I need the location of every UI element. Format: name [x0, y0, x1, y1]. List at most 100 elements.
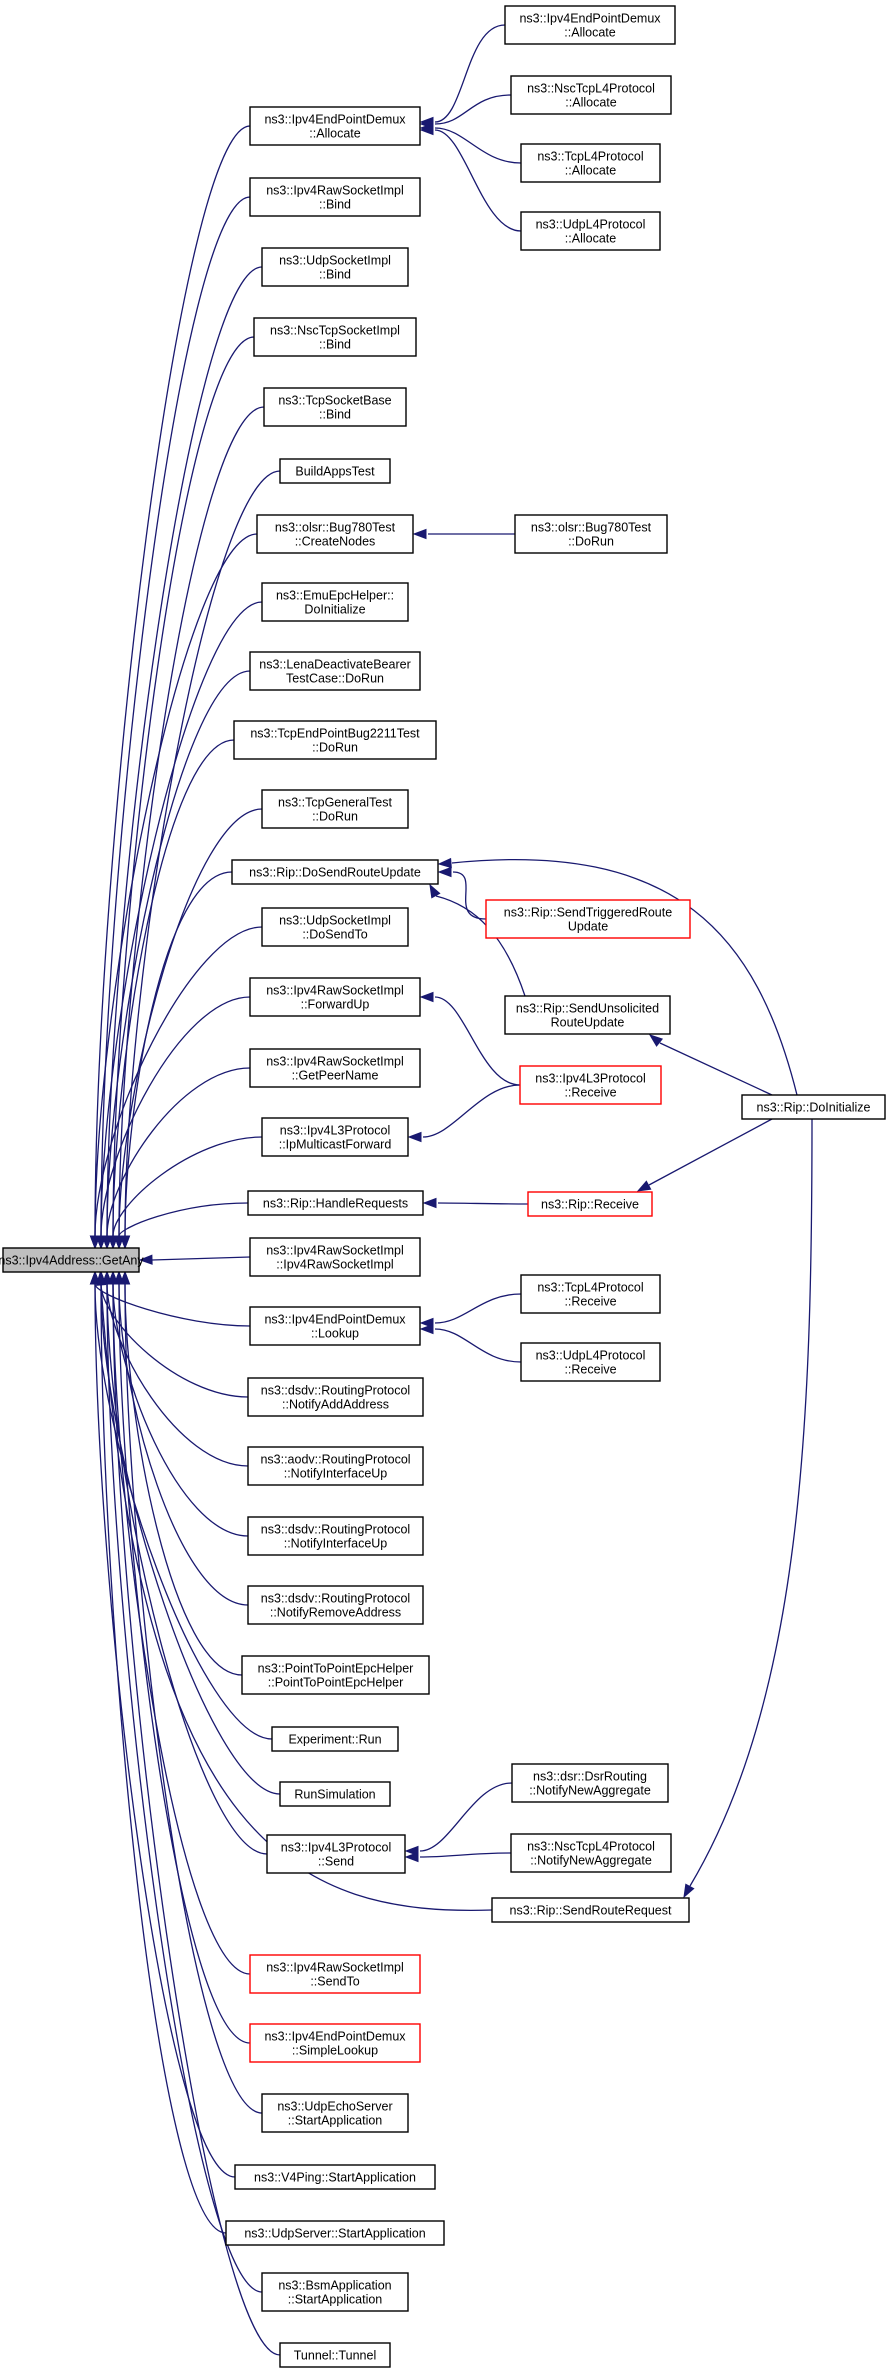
node-l3-mcast[interactable]: ns3::Ipv4L3Protocol::IpMulticastForward: [261, 1117, 409, 1157]
arrowhead: [407, 1131, 422, 1143]
node-rip-init[interactable]: ns3::Rip::DoInitialize: [741, 1094, 886, 1120]
node-tcp-recv[interactable]: ns3::TcpL4Protocol::Receive: [520, 1274, 661, 1314]
node-emu[interactable]: ns3::EmuEpcHelper::DoInitialize: [261, 582, 409, 622]
edge-tcpgen-to-root: [118, 808, 263, 1237]
node-buildapps[interactable]: BuildAppsTest: [279, 458, 391, 484]
node-label-line: RunSimulation: [294, 1788, 375, 1802]
node-box: [271, 1726, 399, 1752]
edge-tcpend-to-root: [112, 739, 235, 1237]
node-label-line: TestCase::DoRun: [286, 672, 384, 686]
node-box: [249, 177, 421, 217]
node-rip-handle[interactable]: ns3::Rip::HandleRequests: [247, 1190, 424, 1216]
node-olsr-create[interactable]: ns3::olsr::Bug780Test::CreateNodes: [256, 514, 414, 554]
node-dsdv-add[interactable]: ns3::dsdv::RoutingProtocol::NotifyAddAdd…: [247, 1377, 424, 1417]
node-dsr-agg[interactable]: ns3::dsr::DsrRouting::NotifyNewAggregate: [511, 1763, 669, 1803]
node-udp-recv[interactable]: ns3::UdpL4Protocol::Receive: [520, 1342, 661, 1382]
edge-ep_alloc-to-root: [94, 125, 251, 1237]
node-raw-peer[interactable]: ns3::Ipv4RawSocketImpl::GetPeerName: [249, 1048, 421, 1088]
node-label-line: DoInitialize: [304, 603, 365, 617]
node-v4ping[interactable]: ns3::V4Ping::StartApplication: [234, 2164, 436, 2190]
edge-ep_lookup-to-root: [94, 1283, 251, 1327]
node-aodv-up[interactable]: ns3::aodv::RoutingProtocol::NotifyInterf…: [247, 1446, 424, 1486]
node-udp-dosendto[interactable]: ns3::UdpSocketImpl::DoSendTo: [261, 907, 409, 947]
node-tcpgen[interactable]: ns3::TcpGeneralTest::DoRun: [261, 789, 409, 829]
node-dsdv-rm[interactable]: ns3::dsdv::RoutingProtocol::NotifyRemove…: [247, 1585, 424, 1625]
node-exp-run[interactable]: Experiment::Run: [271, 1726, 399, 1752]
node-label-line: ::NotifyInterfaceUp: [284, 1537, 388, 1551]
edge-ep-alloc-from-tcp: [434, 127, 522, 164]
node-label-line: ::Allocate: [565, 232, 616, 246]
node-box: [261, 1117, 409, 1157]
node-label-line: ns3::olsr::Bug780Test: [531, 521, 652, 535]
node-nsc-bind[interactable]: ns3::NscTcpSocketImpl::Bind: [253, 317, 417, 357]
node-l3-recv[interactable]: ns3::Ipv4L3Protocol::Receive: [519, 1065, 662, 1105]
node-label-line: Tunnel::Tunnel: [294, 2349, 376, 2363]
node-label-line: ns3::dsdv::RoutingProtocol: [261, 1384, 410, 1398]
node-label-line: ns3::Ipv4L3Protocol: [535, 1072, 646, 1086]
edge-send-from-dsr: [419, 1782, 513, 1852]
node-ep-lookup[interactable]: ns3::Ipv4EndPointDemux::Lookup: [249, 1306, 421, 1346]
node-dsdv-up[interactable]: ns3::dsdv::RoutingProtocol::NotifyInterf…: [247, 1516, 424, 1556]
node-box: [510, 1833, 672, 1873]
node-tcp-alloc[interactable]: ns3::TcpL4Protocol::Allocate: [520, 143, 661, 183]
node-label-line: ns3::TcpGeneralTest: [278, 796, 392, 810]
node-label-line: ns3::Ipv4EndPointDemux: [264, 1313, 406, 1327]
node-label-line: ns3::NscTcpSocketImpl: [270, 324, 400, 338]
node-udp-bind[interactable]: ns3::UdpSocketImpl::Bind: [261, 247, 409, 287]
node-box: [491, 1897, 690, 1923]
node-box: [261, 789, 409, 829]
node-label-line: ::Allocate: [565, 96, 616, 110]
node-label-line: ::NotifyNewAggregate: [529, 1784, 651, 1798]
node-olsr-dorun[interactable]: ns3::olsr::Bug780Test::DoRun: [514, 514, 668, 554]
edge-udpserver-to-root: [100, 1283, 227, 2234]
edge-aodv_up-to-root: [106, 1283, 249, 1467]
node-runsim[interactable]: RunSimulation: [279, 1781, 391, 1807]
node-label-line: ns3::Rip::SendUnsolicited: [516, 1002, 659, 1016]
node-bsm[interactable]: ns3::BsmApplication::StartApplication: [261, 2272, 409, 2312]
node-l3-send[interactable]: ns3::Ipv4L3Protocol::Send: [266, 1834, 406, 1874]
node-box: [504, 995, 671, 1035]
node-raw-bind[interactable]: ns3::Ipv4RawSocketImpl::Bind: [249, 177, 421, 217]
node-tcp-bind[interactable]: ns3::TcpSocketBase::Bind: [263, 387, 407, 427]
node-echo-start[interactable]: ns3::UdpEchoServer::StartApplication: [261, 2093, 409, 2133]
node-label-line: ns3::TcpL4Protocol: [537, 150, 643, 164]
node-box: [231, 859, 439, 885]
node-nsc-alloc[interactable]: ns3::NscTcpL4Protocol::Allocate: [510, 75, 672, 115]
node-ep-alloc-ep[interactable]: ns3::Ipv4EndPointDemux::Allocate: [504, 5, 676, 45]
node-rip-recv[interactable]: ns3::Rip::Receive: [527, 1191, 653, 1217]
node-nsc-agg[interactable]: ns3::NscTcpL4Protocol::NotifyNewAggregat…: [510, 1833, 672, 1873]
node-label-line: Update: [568, 920, 608, 934]
edge-v4ping-to-root: [94, 1283, 236, 2178]
node-ep-alloc[interactable]: ns3::Ipv4EndPointDemux::Allocate: [249, 106, 421, 146]
node-root[interactable]: ns3::Ipv4Address::GetAny: [0, 1247, 144, 1273]
node-raw-sendto[interactable]: ns3::Ipv4RawSocketImpl::SendTo: [249, 1954, 421, 1994]
node-label-line: ns3::Rip::DoSendRouteUpdate: [249, 866, 421, 880]
edge-raw_fwd-to-root: [100, 996, 251, 1237]
arrowhead: [419, 124, 434, 136]
node-box: [263, 387, 407, 427]
node-label-line: ns3::Ipv4RawSocketImpl: [266, 1961, 404, 1975]
edge-send-from-nsc: [419, 1852, 512, 1858]
node-rip-dosend[interactable]: ns3::Rip::DoSendRouteUpdate: [231, 859, 439, 885]
node-label-line: ::DoSendTo: [302, 928, 367, 942]
edge-lookup-from-tcp-recv: [434, 1293, 522, 1324]
node-raw-fwd[interactable]: ns3::Ipv4RawSocketImpl::ForwardUp: [249, 977, 421, 1017]
node-box: [247, 1516, 424, 1556]
node-p2p[interactable]: ns3::PointToPointEpcHelper::PointToPoint…: [241, 1655, 430, 1695]
node-udpserver[interactable]: ns3::UdpServer::StartApplication: [225, 2220, 445, 2246]
node-rip-req[interactable]: ns3::Rip::SendRouteRequest: [491, 1897, 690, 1923]
node-ep-simple[interactable]: ns3::Ipv4EndPointDemux::SimpleLookup: [249, 2023, 421, 2063]
node-box: [249, 1954, 421, 1994]
arrowhead: [683, 1883, 695, 1899]
node-udp-alloc[interactable]: ns3::UdpL4Protocol::Allocate: [520, 211, 661, 251]
node-tunnel[interactable]: Tunnel::Tunnel: [279, 2342, 391, 2368]
node-box: [247, 1585, 424, 1625]
node-label-line: ns3::UdpL4Protocol: [536, 1349, 646, 1363]
edge-tunnel-to-root: [112, 1283, 281, 2356]
node-tcpend[interactable]: ns3::TcpEndPointBug2211Test::DoRun: [233, 720, 437, 760]
node-raw-ctor[interactable]: ns3::Ipv4RawSocketImpl::Ipv4RawSocketImp…: [249, 1237, 421, 1277]
node-label-line: ::Receive: [564, 1086, 616, 1100]
